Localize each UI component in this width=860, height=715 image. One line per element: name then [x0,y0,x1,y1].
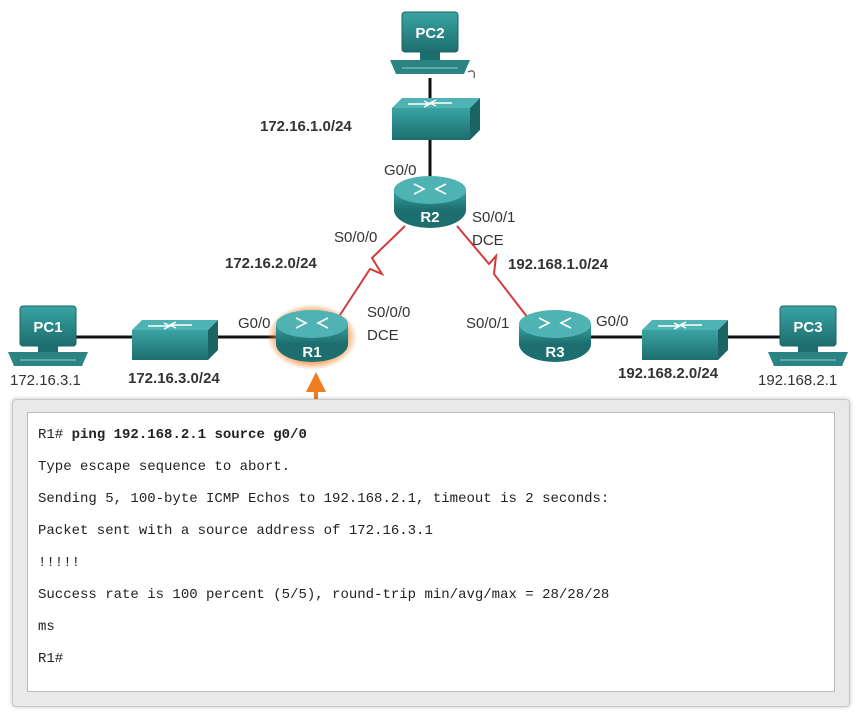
console-line: Type escape sequence to abort. [38,459,291,475]
network-label-lan-pc2: 172.16.1.0/24 [260,118,352,135]
console-line: Success rate is 100 percent (5/5), round… [38,587,610,603]
pc1-device: PC1 [8,305,88,366]
r1-s000-label: S0/0/0 [367,304,410,321]
pc2-device: PC2 [390,11,475,79]
switch-top-icon [392,98,480,140]
r3-s001-label: S0/0/1 [466,315,509,332]
console-command-line: R1# ping 192.168.2.1 source g0/0 [38,419,826,451]
console-line: Sending 5, 100-byte ICMP Echos to 192.16… [38,491,610,507]
console-prompt: R1# [38,427,64,443]
console-command: ping 192.168.2.1 source g0/0 [71,427,307,443]
console-line: ms [38,619,55,635]
network-label-wan-r1-r2: 172.16.2.0/24 [225,255,317,272]
r2-s000-label: S0/0/0 [334,229,377,246]
r2-dce-label: DCE [472,232,504,249]
network-label-lan-pc1: 172.16.3.0/24 [128,370,220,387]
serial-link-r1-r2 [337,225,406,319]
console-line: !!!!! [38,555,81,571]
network-label-lan-pc3: 192.168.2.0/24 [618,365,719,382]
console-output: R1# ping 192.168.2.1 source g0/0 Type es… [27,412,835,692]
r3-g00-label: G0/0 [596,313,629,330]
console-final-prompt: R1# [38,651,64,667]
arrow-head-icon [306,374,326,392]
r2-router: R2 [394,176,466,228]
r1-router: R1 [267,304,357,370]
serial-link-r2-r3 [456,225,529,319]
network-label-wan-r2-r3: 192.168.1.0/24 [508,256,609,273]
r1-g00-label: G0/0 [238,315,271,332]
pc1-ip-label: 172.16.3.1 [10,372,81,389]
r2-s001-label: S0/0/1 [472,209,515,226]
r2-g00-label: G0/0 [384,162,417,179]
serial-links [337,225,529,319]
r3-router: R3 [519,310,591,362]
switch-left-icon [132,320,218,360]
console-frame: R1# ping 192.168.2.1 source g0/0 Type es… [12,399,850,707]
pc2-label: PC2 [415,25,444,42]
console-line: Packet sent with a source address of 172… [38,523,433,539]
pc1-label: PC1 [33,319,62,336]
r1-label: R1 [302,344,321,361]
pc3-ip-label: 192.168.2.1 [758,372,837,389]
pc3-label: PC3 [793,319,822,336]
r2-label: R2 [420,209,439,226]
switch-right-icon [642,320,728,360]
pc3-device: PC3 [768,305,848,366]
network-topology-diagram: PC2 R2 R1 R3 [8,11,848,400]
r3-label: R3 [545,344,564,361]
r1-dce-label: DCE [367,327,399,344]
